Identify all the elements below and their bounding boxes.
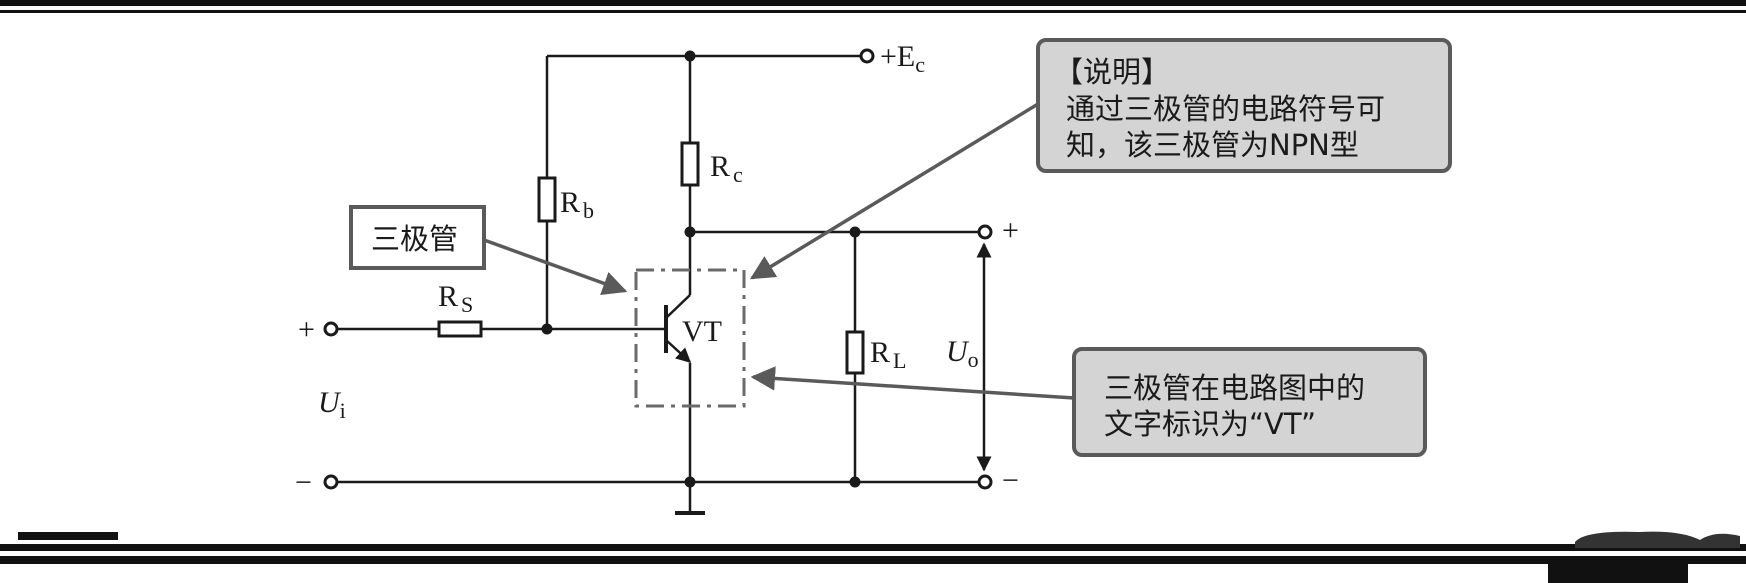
circuit-wires (337, 54, 979, 515)
vt-label: VT (682, 315, 722, 348)
vt-callout-line-2: 文字标识为“VT” (1104, 407, 1316, 441)
output-plus-sign: + (1002, 214, 1019, 247)
page-border-bottom (0, 531, 1746, 583)
page-border-top (0, 0, 1746, 13)
note-line-2: 知，该三极管为NPN型 (1066, 128, 1359, 162)
npn-transistor-symbol (664, 294, 692, 364)
note-line-1: 通过三极管的电路符号可 (1066, 92, 1385, 126)
brush-stroke-icon (1575, 531, 1740, 548)
resistor-rc (680, 141, 700, 187)
transistor-highlight-box (634, 268, 746, 408)
supply-label: +Ec (880, 40, 925, 77)
junction-dots (541, 50, 861, 488)
output-minus-sign: − (1002, 464, 1019, 497)
callout-vt: 三极管在电路图中的 文字标识为“VT” (750, 347, 1427, 457)
terminals (323, 48, 993, 490)
vt-callout-line-1: 三极管在电路图中的 (1104, 371, 1365, 405)
callout-note: 【说明】 通过三极管的电路符号可 知，该三极管为NPN型 (749, 38, 1452, 280)
note-title: 【说明】 (1054, 55, 1170, 89)
callout-transistor-text: 三极管 (371, 222, 458, 256)
callout-transistor: 三极管 (349, 205, 628, 296)
resistor-rl (845, 330, 865, 375)
ui-label: Ui (318, 386, 346, 423)
resistor-rs (437, 320, 483, 338)
uo-label: Uo (946, 335, 979, 372)
input-minus-sign: − (295, 466, 312, 499)
resistor-rb (537, 176, 557, 223)
input-plus-sign: + (298, 313, 315, 346)
